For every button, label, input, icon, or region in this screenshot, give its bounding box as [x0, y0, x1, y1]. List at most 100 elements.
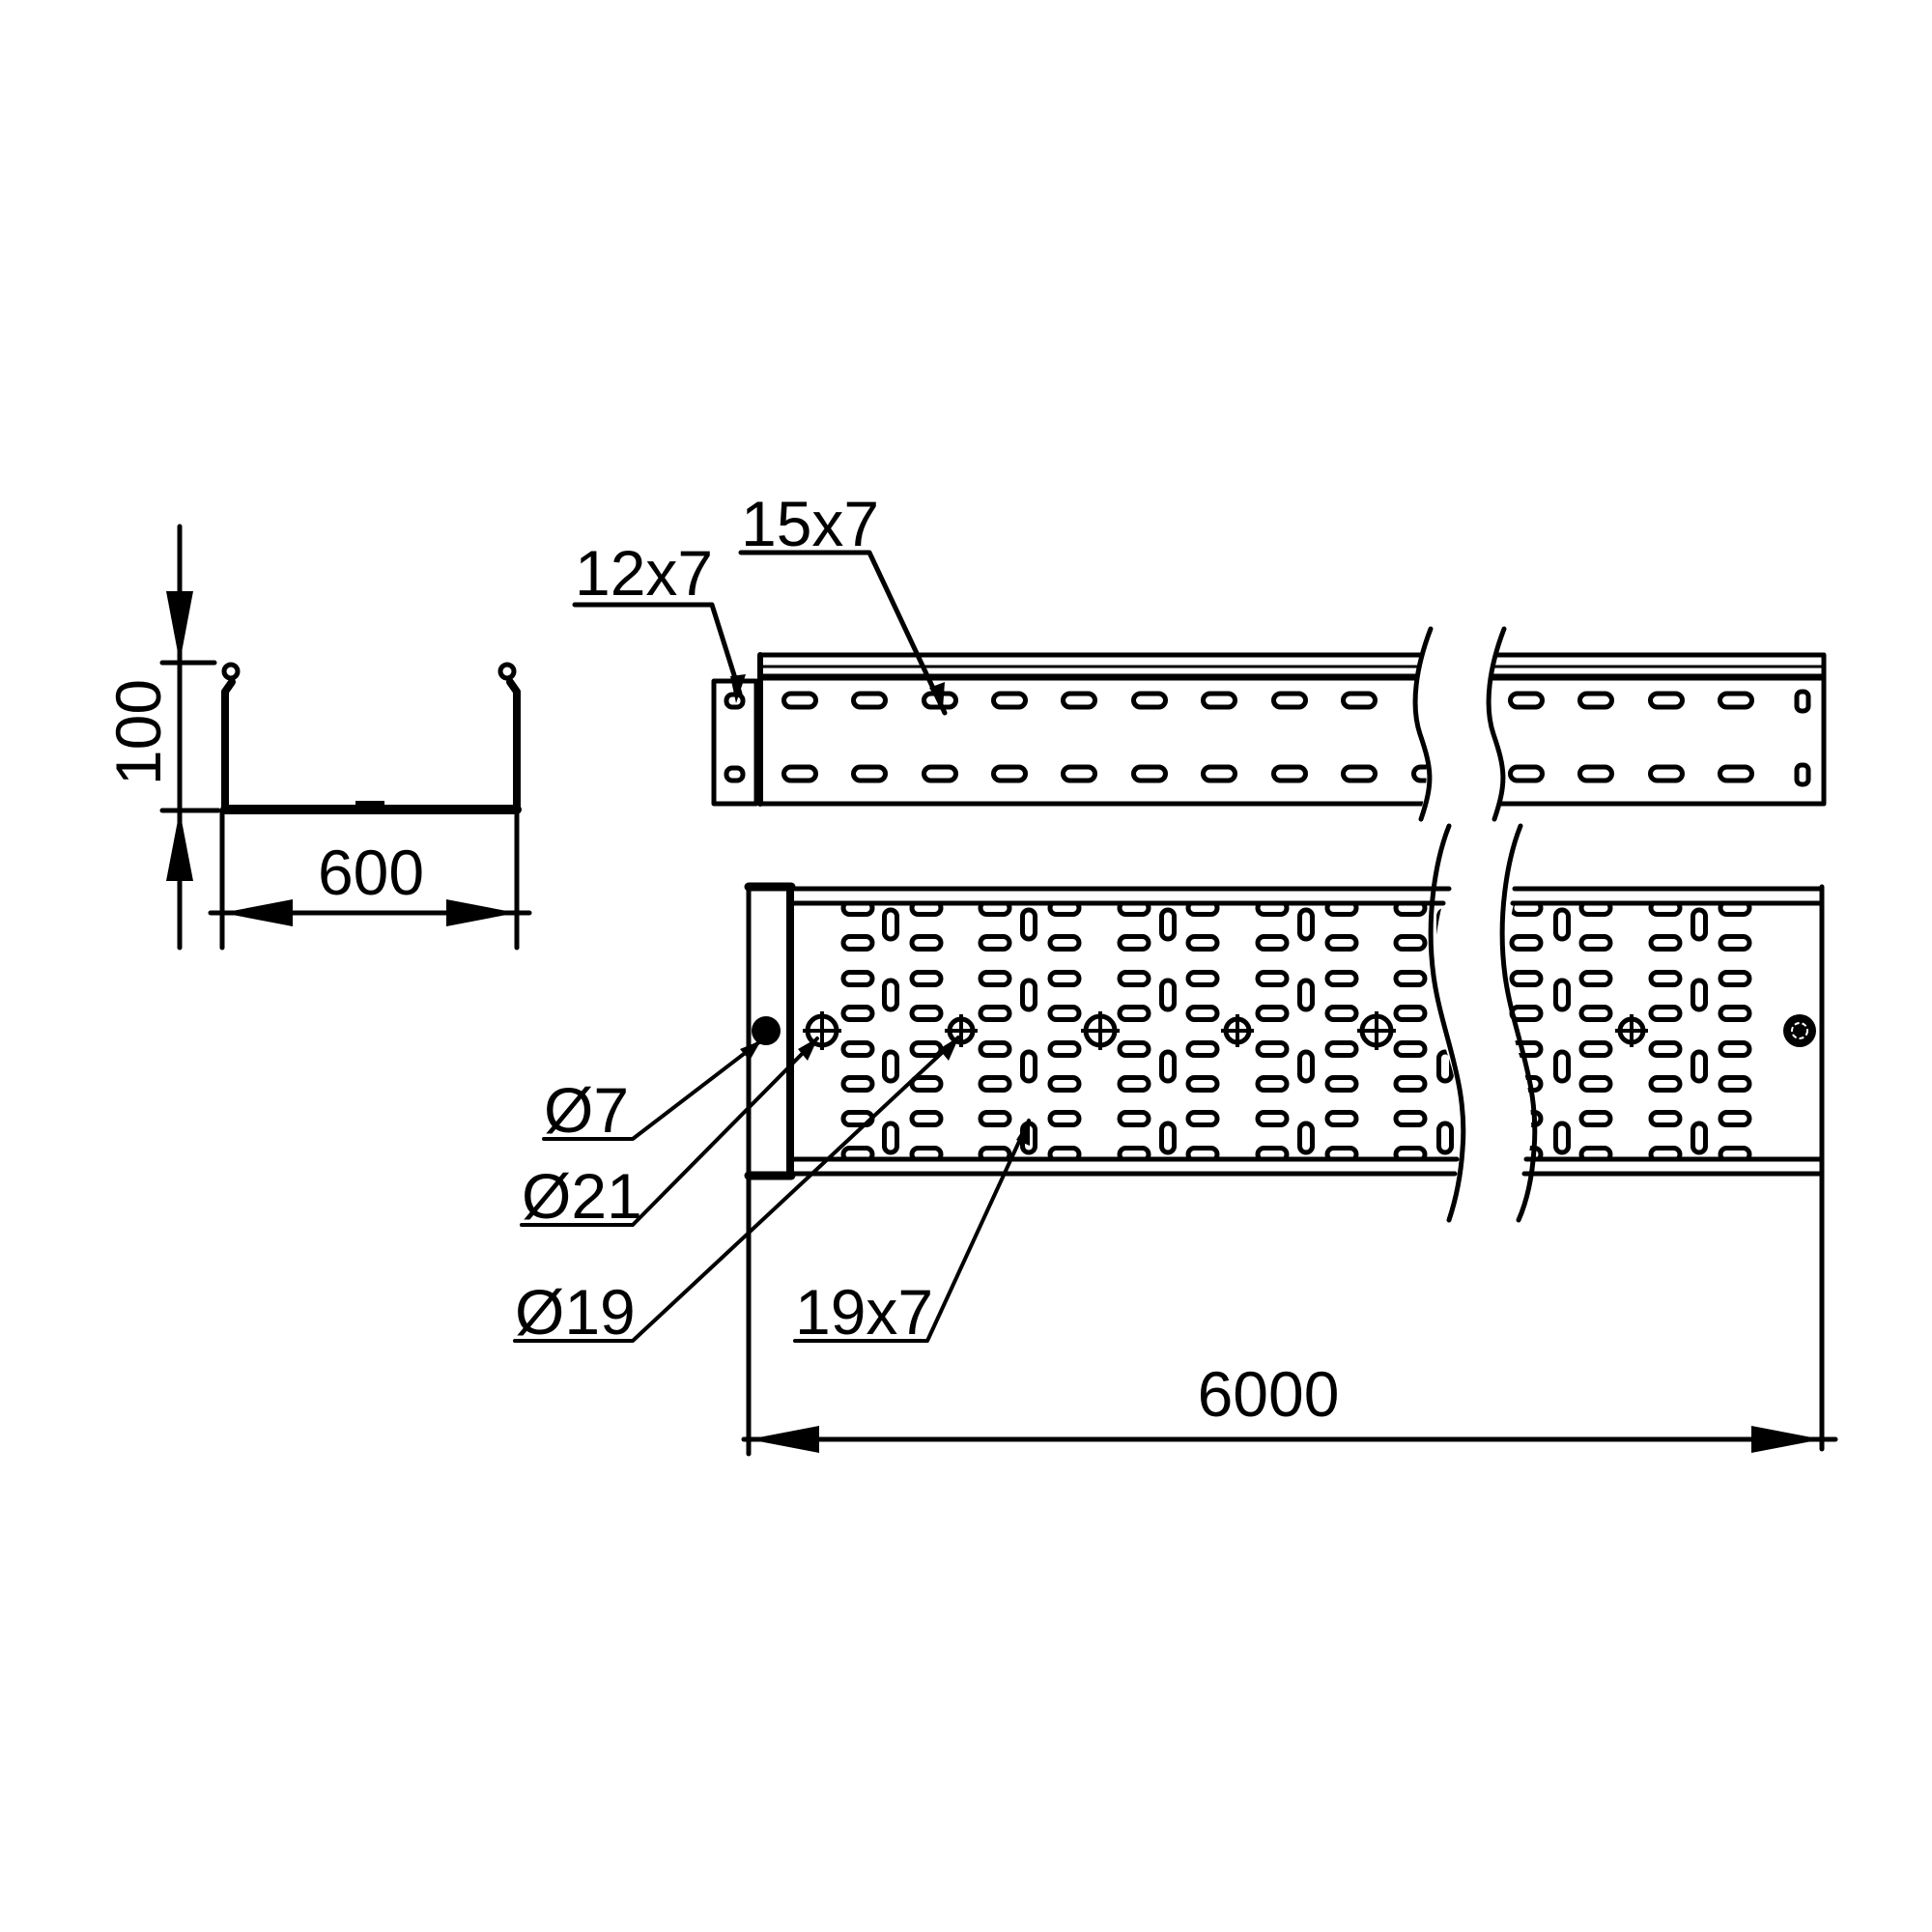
side-segment-right	[1486, 626, 1827, 822]
slot-19x7	[978, 1075, 1012, 1093]
svg-text:Ø21: Ø21	[522, 1160, 642, 1232]
slot-19x7	[1159, 1121, 1177, 1155]
slot-19x7	[1578, 1005, 1613, 1022]
slot-19x7	[1436, 1121, 1454, 1155]
arrowhead-icon	[740, 1040, 761, 1061]
svg-text:Ø19: Ø19	[515, 1276, 636, 1348]
slot-19x7	[1185, 1075, 1220, 1093]
slot-15x7	[1341, 764, 1378, 783]
slot-15x7	[851, 764, 888, 783]
slot-19x7	[909, 1040, 944, 1058]
label-hole-7: Ø7	[542, 1039, 762, 1146]
length-dimension: 6000	[741, 1358, 1838, 1453]
arrowhead-icon	[1016, 1119, 1030, 1146]
arrowhead-icon	[798, 1037, 818, 1061]
break-line	[1486, 626, 1507, 822]
slot-19x7	[1324, 1040, 1359, 1058]
slot-19x7	[1393, 1110, 1428, 1127]
slot-19x7	[1117, 1110, 1151, 1127]
slot-19x7	[840, 1075, 875, 1093]
slot-19x7	[1255, 1110, 1290, 1127]
slot-19x7	[1718, 1005, 1752, 1022]
slot-19x7	[1047, 1040, 1082, 1058]
side-slots	[781, 691, 1427, 783]
slot-19x7	[909, 1005, 944, 1022]
slot-19x7	[1718, 970, 1752, 987]
side-view: 12x7 15x7	[572, 488, 1827, 822]
break-line	[1428, 823, 1466, 1223]
width-dimension-label: 600	[318, 837, 424, 908]
slot-19x7	[1324, 1075, 1359, 1093]
slot-19x7	[1117, 1005, 1151, 1022]
slot-15x7	[1718, 691, 1754, 710]
slot-19x7	[1648, 934, 1683, 952]
slot-15x7	[1508, 691, 1545, 710]
slot-15x7	[1411, 764, 1427, 783]
slot-19x7	[1185, 934, 1220, 952]
arrowhead-right-icon	[1751, 1426, 1822, 1453]
slot-19x7	[1690, 907, 1708, 942]
slot-15x7	[991, 764, 1028, 783]
slot-19x7	[1159, 907, 1177, 942]
slot-19x7	[909, 970, 944, 987]
height-dimension-label: 100	[102, 679, 174, 785]
break-line	[1412, 626, 1434, 822]
slot-19x7	[1690, 978, 1708, 1012]
slot-19x7	[1047, 934, 1082, 952]
label-12x7: 12x7	[572, 537, 746, 703]
hole-19-icon	[1221, 1014, 1254, 1047]
slot-19x7	[1297, 1049, 1315, 1084]
slot-15x7	[1061, 764, 1097, 783]
slot-19x7	[840, 970, 875, 987]
arrowhead-icon	[939, 1037, 959, 1061]
plan-segment-left	[789, 823, 1466, 1223]
slot-19x7	[1578, 1040, 1613, 1058]
slot-19x7	[1020, 907, 1037, 942]
slot-15x7	[1508, 764, 1545, 783]
slot-19x7	[1436, 1049, 1454, 1084]
slot-15x7	[1271, 764, 1308, 783]
slot-19x7	[1324, 934, 1359, 952]
slot-15x7	[1341, 691, 1378, 710]
slot-19x7	[1159, 1049, 1177, 1084]
slot-19x7	[1393, 1005, 1428, 1022]
label-hole-19: Ø19	[513, 1036, 960, 1348]
slot-19x7	[1718, 934, 1752, 952]
slot-19x7	[978, 1040, 1012, 1058]
slot-19x7	[1255, 1005, 1290, 1022]
slot-19x7	[1297, 1121, 1315, 1155]
slot-19x7	[1578, 1110, 1613, 1127]
slot-19x7	[1117, 1040, 1151, 1058]
slot-19x7	[1117, 970, 1151, 987]
slot-19x7	[1509, 934, 1544, 952]
slot-19x7	[978, 970, 1012, 987]
slot-19x7	[1393, 1075, 1428, 1093]
slot-19x7	[1393, 1040, 1428, 1058]
slot-15x7	[922, 764, 958, 783]
slot-19x7	[1690, 1049, 1708, 1084]
plan-segment-right	[1499, 823, 1825, 1452]
arrowhead-left-icon	[222, 899, 293, 926]
plan-view: 6000 Ø7 Ø21 Ø19 19x7	[513, 823, 1838, 1457]
side-segment-left	[757, 626, 1434, 822]
slot-19x7	[1185, 970, 1220, 987]
slot-19x7	[1393, 934, 1428, 952]
arrowhead-down-icon	[166, 591, 193, 663]
slot-19x7	[882, 1049, 899, 1084]
slot-19x7	[1509, 1075, 1544, 1093]
slot-15x7	[781, 691, 818, 710]
svg-text:15x7: 15x7	[741, 488, 879, 559]
slot-15x7	[1061, 691, 1097, 710]
slot-15x7	[1718, 764, 1754, 783]
slot-19x7	[1255, 1075, 1290, 1093]
slot-19x7	[1393, 970, 1428, 987]
slot-15x7	[1131, 691, 1168, 710]
slot-19x7	[909, 1110, 944, 1127]
height-dimension: 100	[102, 524, 221, 951]
slot-15x7	[1577, 764, 1614, 783]
slot-15x7	[851, 691, 888, 710]
slot-19x7	[1553, 978, 1571, 1012]
slot-19x7	[1255, 1040, 1290, 1058]
slot-19x7	[1436, 907, 1454, 942]
slot-19x7	[1324, 1005, 1359, 1022]
